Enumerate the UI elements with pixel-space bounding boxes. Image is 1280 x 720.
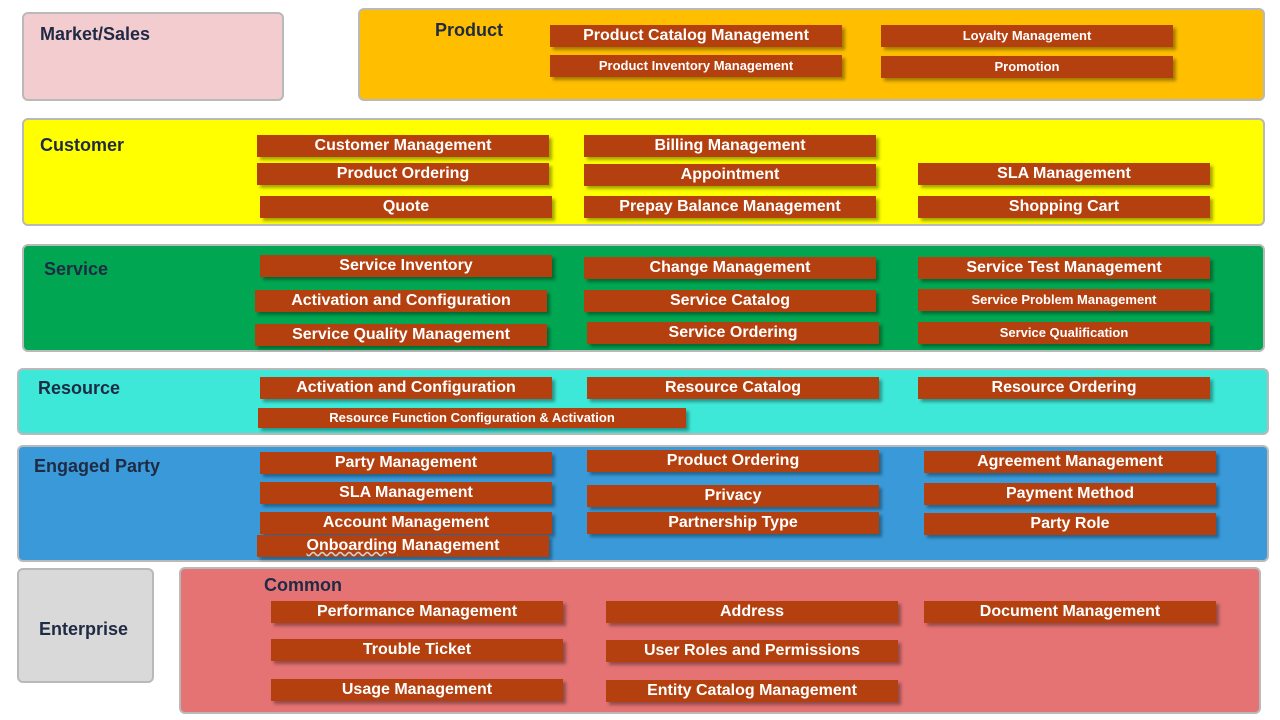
usage-management-box[interactable]: Usage Management bbox=[271, 679, 563, 701]
service-activation-configuration-box[interactable]: Activation and Configuration bbox=[255, 290, 547, 312]
onboarding-rest: Management bbox=[397, 537, 500, 554]
onboarding-word: Onboarding bbox=[306, 537, 398, 554]
party-management-box[interactable]: Party Management bbox=[260, 452, 552, 474]
market-sales-label: Market/Sales bbox=[40, 24, 151, 44]
service-ordering-box[interactable]: Service Ordering bbox=[587, 322, 879, 344]
engaged-party-label: Engaged Party bbox=[34, 456, 161, 476]
customer-management-box[interactable]: Customer Management bbox=[257, 135, 549, 157]
service-problem-management-box[interactable]: Service Problem Management bbox=[918, 289, 1210, 311]
service-quality-management-box[interactable]: Service Quality Management bbox=[255, 324, 547, 346]
address-box[interactable]: Address bbox=[606, 601, 898, 623]
quote-box[interactable]: Quote bbox=[260, 196, 552, 218]
appointment-box[interactable]: Appointment bbox=[584, 164, 876, 186]
privacy-box[interactable]: Privacy bbox=[587, 485, 879, 507]
document-management-box[interactable]: Document Management bbox=[924, 601, 1216, 623]
product-inventory-management-box[interactable]: Product Inventory Management bbox=[550, 55, 842, 77]
performance-management-box[interactable]: Performance Management bbox=[271, 601, 563, 623]
service-catalog-box[interactable]: Service Catalog bbox=[584, 290, 876, 312]
prepay-balance-management-box[interactable]: Prepay Balance Management bbox=[584, 196, 876, 218]
service-qualification-box[interactable]: Service Qualification bbox=[918, 322, 1210, 344]
enterprise-label: Enterprise bbox=[39, 619, 129, 639]
agreement-management-box[interactable]: Agreement Management bbox=[924, 451, 1216, 473]
resource-activation-configuration-box[interactable]: Activation and Configuration bbox=[260, 377, 552, 399]
billing-management-box[interactable]: Billing Management bbox=[584, 135, 876, 157]
party-role-box[interactable]: Party Role bbox=[924, 513, 1216, 535]
product-label: Product bbox=[435, 20, 504, 40]
service-test-management-box[interactable]: Service Test Management bbox=[918, 257, 1210, 279]
market-sales-panel bbox=[22, 12, 284, 101]
customer-sla-management-box[interactable]: SLA Management bbox=[918, 163, 1210, 185]
product-ordering-box[interactable]: Product Ordering bbox=[257, 163, 549, 185]
resource-label: Resource bbox=[38, 378, 121, 398]
account-management-box[interactable]: Account Management bbox=[260, 512, 552, 534]
product-catalog-management-box[interactable]: Product Catalog Management bbox=[550, 25, 842, 47]
resource-ordering-box[interactable]: Resource Ordering bbox=[918, 377, 1210, 399]
shopping-cart-box[interactable]: Shopping Cart bbox=[918, 196, 1210, 218]
enterprise-panel bbox=[17, 568, 154, 683]
promotion-box[interactable]: Promotion bbox=[881, 56, 1173, 78]
resource-function-configuration-activation-box[interactable]: Resource Function Configuration & Activa… bbox=[258, 408, 686, 428]
product-panel bbox=[358, 8, 1265, 101]
service-inventory-box[interactable]: Service Inventory bbox=[260, 255, 552, 277]
payment-method-box[interactable]: Payment Method bbox=[924, 483, 1216, 505]
engaged-product-ordering-box[interactable]: Product Ordering bbox=[587, 450, 879, 472]
resource-catalog-box[interactable]: Resource Catalog bbox=[587, 377, 879, 399]
common-label: Common bbox=[264, 575, 342, 595]
trouble-ticket-box[interactable]: Trouble Ticket bbox=[271, 639, 563, 661]
onboarding-management-box[interactable]: Onboarding Management bbox=[257, 535, 549, 557]
engaged-sla-management-box[interactable]: SLA Management bbox=[260, 482, 552, 504]
entity-catalog-management-box[interactable]: Entity Catalog Management bbox=[606, 680, 898, 702]
service-label: Service bbox=[44, 259, 109, 279]
customer-label: Customer bbox=[40, 135, 125, 155]
loyalty-management-box[interactable]: Loyalty Management bbox=[881, 25, 1173, 47]
user-roles-permissions-box[interactable]: User Roles and Permissions bbox=[606, 640, 898, 662]
partnership-type-box[interactable]: Partnership Type bbox=[587, 512, 879, 534]
change-management-box[interactable]: Change Management bbox=[584, 257, 876, 279]
